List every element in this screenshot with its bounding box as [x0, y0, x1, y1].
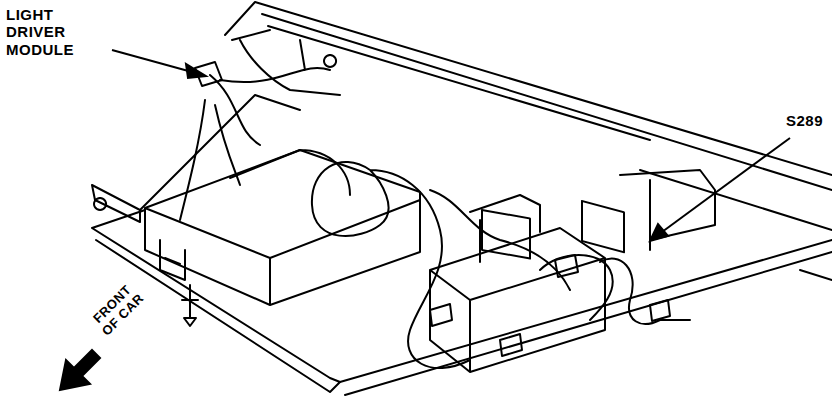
arrowhead	[186, 64, 206, 78]
connector	[430, 255, 670, 356]
heater-housing	[145, 150, 420, 305]
leader-arrow	[112, 50, 192, 72]
housing-clip	[160, 240, 185, 280]
mount-bracket	[92, 95, 300, 222]
dash-panel-lower	[640, 170, 832, 280]
wire-harness	[312, 162, 470, 368]
wire-harness	[180, 100, 240, 220]
arrowhead	[650, 224, 668, 241]
front-arrow	[60, 350, 100, 390]
screw	[182, 285, 198, 326]
wire-harness	[210, 40, 340, 145]
leader-arrow	[662, 138, 790, 232]
duct-box	[620, 170, 715, 240]
part-label: LIGHT DRIVER MODULE	[6, 6, 74, 58]
direction-label: FRONT OF CAR	[87, 279, 149, 341]
callout-number: S289	[786, 112, 823, 129]
dash-panel	[225, 2, 832, 190]
housing-cylinder	[230, 150, 350, 195]
duct	[582, 201, 624, 252]
